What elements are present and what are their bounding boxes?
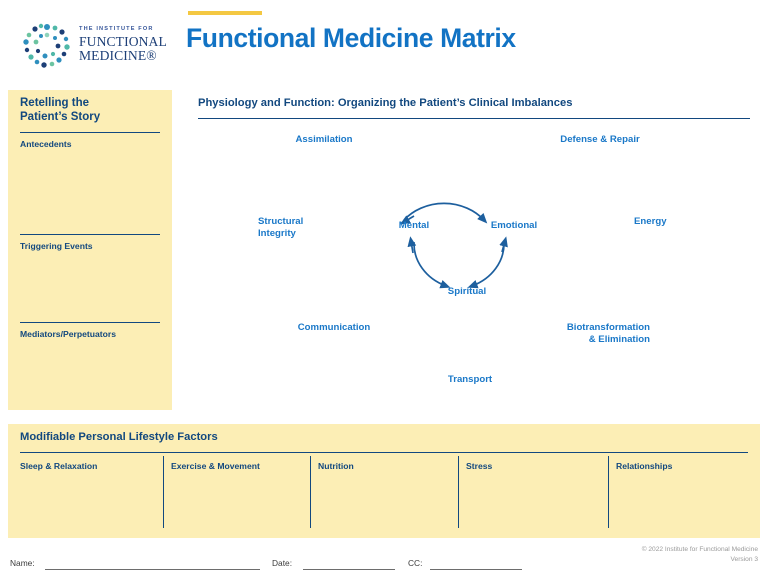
lifestyle-panel-heading: Modifiable Personal Lifestyle Factors xyxy=(20,431,218,443)
matrix-node-communication[interactable]: Communication xyxy=(297,322,371,333)
lifestyle-column-exercise-movement[interactable]: Exercise & Movement xyxy=(171,461,260,471)
story-divider xyxy=(20,322,160,323)
core-node-mental[interactable]: Mental xyxy=(398,220,430,231)
lifestyle-column-stress[interactable]: Stress xyxy=(466,461,493,471)
lifestyle-column-relationships[interactable]: Relationships xyxy=(616,461,673,471)
date-input[interactable] xyxy=(303,569,395,570)
matrix-node-structural-integrity[interactable]: Structural Integrity xyxy=(258,216,304,240)
ifm-logo-wordmark: THE INSTITUTE FOR FUNCTIONAL MEDICINE® xyxy=(79,26,167,63)
matrix-node-defense-repair[interactable]: Defense & Repair xyxy=(560,134,640,145)
story-item-antecedents[interactable]: Antecedents xyxy=(20,139,72,149)
name-label: Name: xyxy=(10,558,35,568)
lifestyle-column-divider xyxy=(458,456,459,528)
page-title: Functional Medicine Matrix xyxy=(186,23,516,53)
logo-tagline: THE INSTITUTE FOR xyxy=(79,26,154,33)
cc-input[interactable] xyxy=(430,569,522,570)
copyright-notice: © 2022 Institute for Functional Medicine… xyxy=(641,546,758,563)
lifestyle-column-divider xyxy=(310,456,311,528)
core-node-spiritual[interactable]: Spiritual xyxy=(447,286,487,297)
lifestyle-column-divider xyxy=(608,456,609,528)
story-panel-heading: Retelling the Patient’s Story xyxy=(20,97,101,124)
page-header: THE INSTITUTE FOR FUNCTIONAL MEDICINE® F… xyxy=(0,0,768,86)
title-accent-bar xyxy=(188,11,262,15)
matrix-node-biotransformation-elimination[interactable]: Biotransformation & Elimination xyxy=(566,322,650,346)
name-input[interactable] xyxy=(45,569,260,570)
logo-line-functional: FUNCTIONAL xyxy=(79,33,167,49)
date-label: Date: xyxy=(272,558,293,568)
story-item-mediators-perpetuators[interactable]: Mediators/Perpetuators xyxy=(20,329,116,339)
matrix-heading: Physiology and Function: Organizing the … xyxy=(198,97,573,109)
lifestyle-divider xyxy=(20,452,748,453)
lifestyle-column-nutrition[interactable]: Nutrition xyxy=(318,461,354,471)
physiology-function-matrix: Physiology and Function: Organizing the … xyxy=(182,90,760,410)
lifestyle-column-sleep-relaxation[interactable]: Sleep & Relaxation xyxy=(20,461,98,471)
retelling-patient-story-panel: Retelling the Patient’s Story Antecedent… xyxy=(8,90,172,410)
modifiable-lifestyle-factors-panel: Modifiable Personal Lifestyle Factors Sl… xyxy=(8,424,760,538)
core-node-emotional[interactable]: Emotional xyxy=(490,220,538,231)
ifm-logo: THE INSTITUTE FOR FUNCTIONAL MEDICINE® xyxy=(22,20,174,70)
core-cycle-arrows xyxy=(399,202,508,289)
lifestyle-column-divider xyxy=(163,456,164,528)
matrix-node-transport[interactable]: Transport xyxy=(447,374,493,385)
story-divider xyxy=(20,132,160,133)
page-footer: Name: Date: CC: xyxy=(0,540,768,576)
ifm-logo-mark xyxy=(23,23,70,68)
cc-label: CC: xyxy=(408,558,423,568)
logo-line-medicine: MEDICINE® xyxy=(79,47,157,63)
story-divider xyxy=(20,234,160,235)
matrix-node-assimilation[interactable]: Assimilation xyxy=(295,134,353,145)
matrix-divider xyxy=(198,118,750,119)
story-item-triggering-events[interactable]: Triggering Events xyxy=(20,241,93,251)
matrix-node-energy[interactable]: Energy xyxy=(634,216,667,227)
